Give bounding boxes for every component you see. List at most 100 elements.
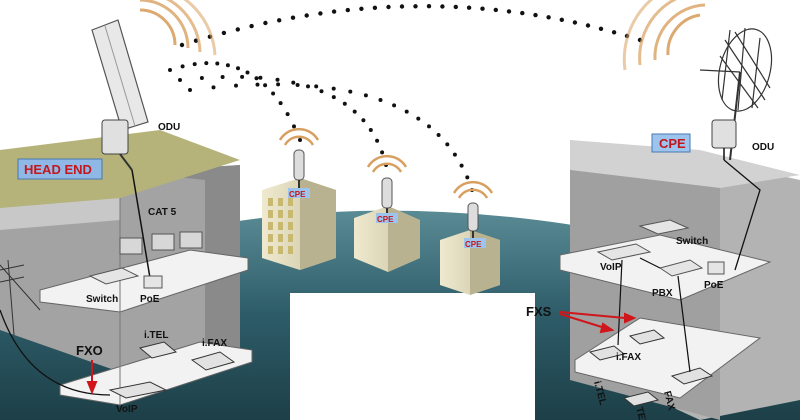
link-dot [331,86,336,91]
link-dot [298,138,302,142]
link-dot [416,116,421,121]
link-dot [611,30,617,35]
link-dot [546,15,551,20]
link-dot [459,163,464,168]
link-dot [263,20,268,26]
link-dot [331,95,336,100]
window [288,222,293,230]
signal-wave-icon [278,127,494,199]
cpe-building-1-text: CPE [289,190,306,199]
link-dot [372,5,378,10]
window [288,234,293,242]
link-dot [318,11,323,16]
link-dot [559,17,564,22]
link-dot [235,27,240,32]
link-dot [361,118,366,123]
window [268,198,273,206]
window [278,222,283,230]
link-dot [304,13,309,18]
link-dot [245,70,250,75]
cat5-label: CAT 5 [148,207,177,218]
cpe-antenna-icon [293,149,479,238]
link-dot [290,15,296,20]
link-dot [277,18,282,23]
link-dot [436,133,441,137]
voip-right-label: VoIP [600,262,622,273]
telephone-icon [588,329,666,407]
power-pole-icon [0,259,41,336]
poe-right-label: PoE [704,280,724,291]
window [288,246,293,254]
link-dot [506,9,512,14]
pbx-icon [658,259,704,277]
fxs-label: FXS [526,304,552,319]
link-dot [275,77,280,82]
wireless-link-dots [168,3,643,192]
poe-left-label: PoE [140,294,160,305]
link-dot [180,64,185,69]
window [278,234,283,242]
switch-left-label: Switch [86,294,118,305]
ground-opening [290,293,535,420]
cpe-label-right: CPE [651,133,691,153]
link-dot [440,4,445,9]
fxo-arrow [86,360,98,395]
link-dot [179,42,185,48]
link-dot [291,80,296,85]
link-dot [480,6,485,11]
cpe-building-3-text: CPE [465,240,482,249]
link-dot [375,138,380,143]
fax-icon [670,367,714,385]
signal-wave-icon [139,0,706,71]
link-dot [426,3,432,9]
switch-right-label: Switch [676,236,708,247]
pbx-label: PBX [652,288,673,299]
link-dot [314,84,319,89]
cpe-text-right: CPE [659,136,686,151]
link-dot [392,103,397,108]
link-dot [295,83,300,87]
link-dot [249,23,254,29]
link-dot [178,78,182,82]
link-dot [342,101,347,106]
link-dot [188,88,192,92]
link-dot [168,68,172,72]
link-dot [240,74,245,79]
link-dot [211,85,216,90]
link-dot [363,93,368,98]
computer-icon [119,231,203,255]
link-dot [466,5,472,10]
link-dot [520,10,525,16]
link-dot [378,98,383,102]
link-dot [453,4,458,10]
telephone-icon [138,341,178,359]
link-dot [263,83,268,88]
itel-left-label: i.TEL [144,330,168,341]
link-dot [220,75,225,79]
cat5-cable [131,169,151,279]
voip-gateway-icon [108,381,168,399]
link-dot [221,30,227,36]
wiring [617,257,691,373]
cpe-labels-buildings: CPE CPE CPE [288,188,486,249]
link-dot [215,61,220,66]
link-dot [255,82,260,87]
remote-building-1 [262,178,336,270]
link-dot [386,4,391,10]
link-dot [359,6,364,11]
fax-right-label: FAX [661,390,677,412]
window [268,222,273,230]
fxo-label: FXO [76,343,103,358]
odu-left-label: ODU [158,122,180,133]
link-dot [348,89,353,94]
link-dot [413,4,418,9]
link-dot [493,7,498,13]
link-dot [598,26,604,31]
link-dot [271,91,276,96]
link-dot [192,62,197,67]
voip-gateway-icon [596,243,652,261]
fax-icon [190,351,236,371]
link-dot [306,84,310,89]
